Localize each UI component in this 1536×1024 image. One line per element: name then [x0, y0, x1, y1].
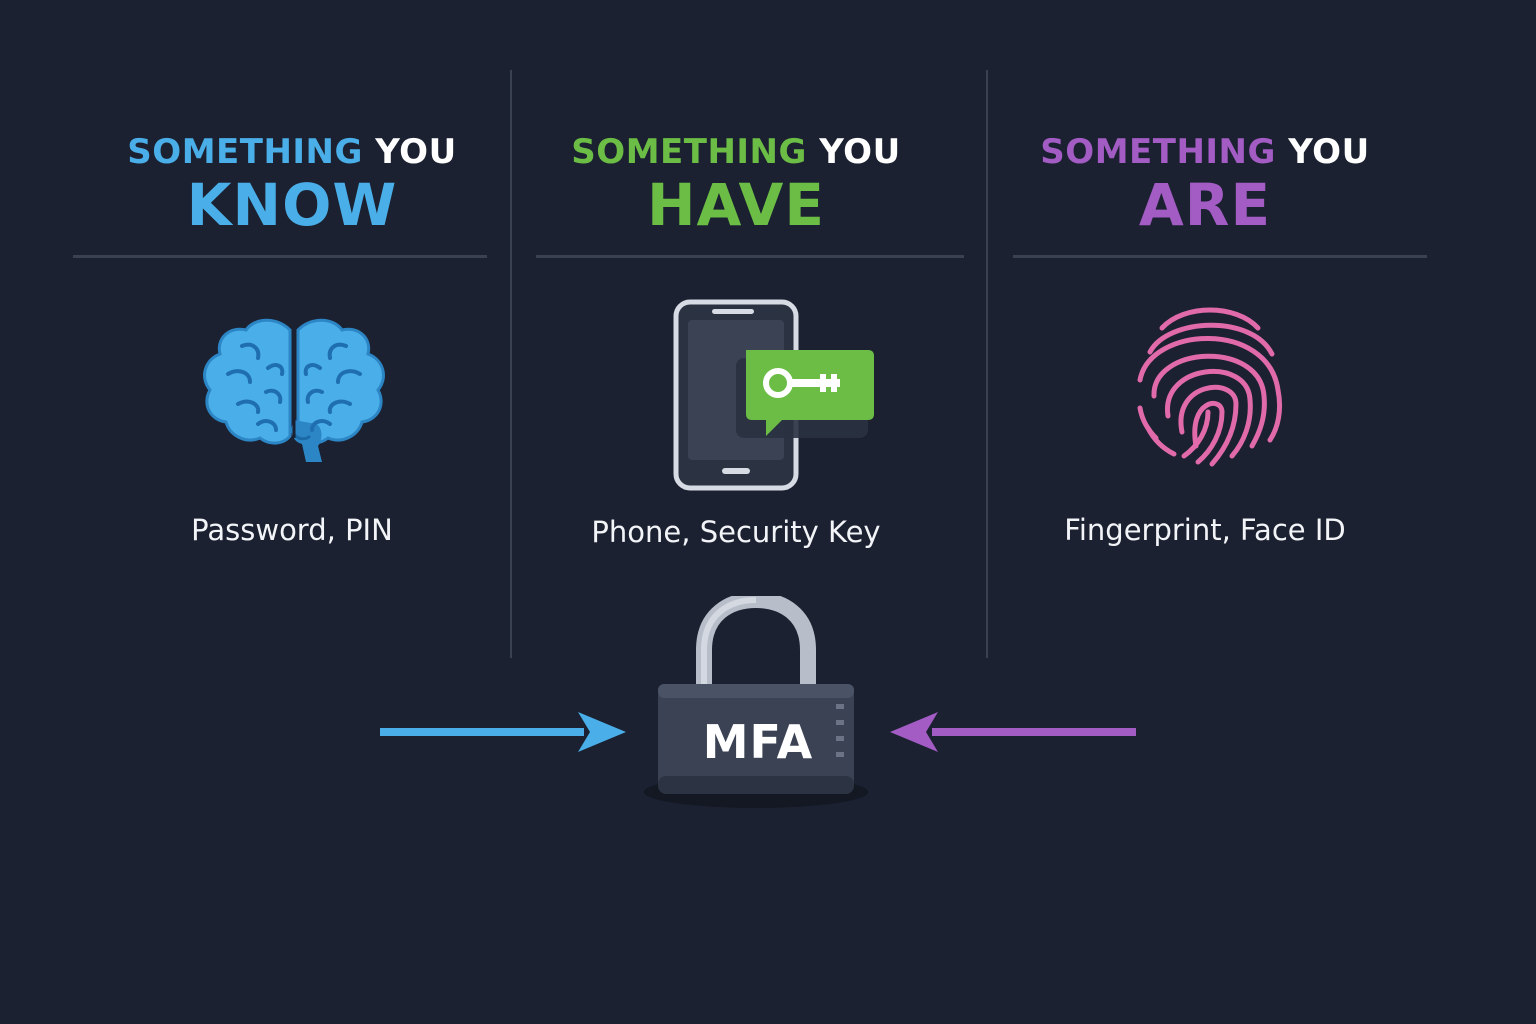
- factor-are-heading: SOMETHING YOU: [975, 132, 1435, 172]
- mfa-label: MFA: [702, 715, 814, 769]
- factor-are-prefix: SOMETHING: [1040, 132, 1276, 172]
- padlock-icon: [644, 596, 868, 808]
- factor-know-heading: SOMETHING YOU: [62, 132, 522, 172]
- factor-know-keyword: KNOW: [186, 171, 398, 239]
- header-divider-have: [536, 255, 964, 258]
- factor-have-keyword: HAVE: [647, 171, 825, 239]
- factor-are-keyword: ARE: [1138, 171, 1272, 239]
- fingerprint-icon: [1137, 307, 1283, 467]
- left-arrow: [380, 712, 626, 752]
- column-divider-2: [986, 70, 988, 658]
- factor-have-description: Phone, Security Key: [591, 515, 881, 549]
- right-arrow: [890, 712, 1136, 752]
- factor-are-description: Fingerprint, Face ID: [1064, 513, 1346, 547]
- factor-know-prefix: SOMETHING: [127, 132, 363, 172]
- factor-are-you: YOU: [1288, 132, 1370, 172]
- factor-know-description: Password, PIN: [191, 513, 393, 547]
- header-divider-are: [1013, 255, 1427, 258]
- factor-have-prefix: SOMETHING: [571, 132, 807, 172]
- factor-know-you: YOU: [375, 132, 457, 172]
- header-divider-know: [73, 255, 487, 258]
- factor-have-you: YOU: [819, 132, 901, 172]
- column-divider-1: [510, 70, 512, 658]
- factor-have-heading: SOMETHING YOU: [506, 132, 966, 172]
- brain-icon: [203, 318, 385, 462]
- phone-key-icon: [673, 299, 874, 491]
